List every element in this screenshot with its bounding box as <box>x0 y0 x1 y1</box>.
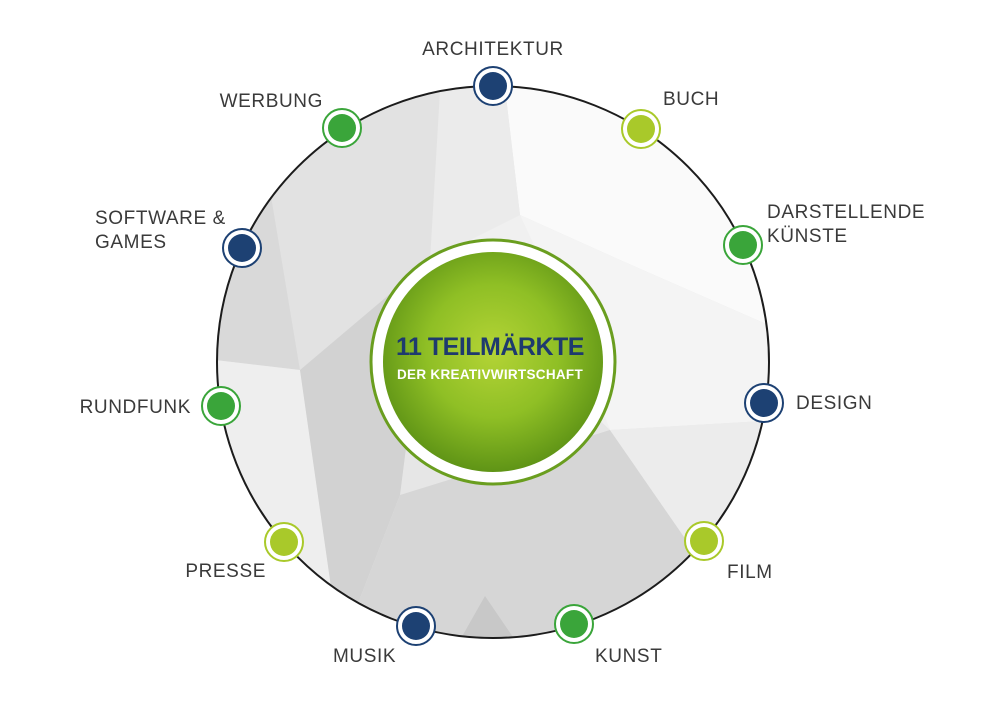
label-buch: BUCH <box>663 89 720 110</box>
label-film: FILM <box>727 562 773 583</box>
label-musik: MUSIK <box>333 646 397 667</box>
dot-design <box>750 389 778 417</box>
dot-film <box>690 527 718 555</box>
center-disc <box>383 252 603 472</box>
dot-werbung <box>328 114 356 142</box>
dot-software-games <box>228 234 256 262</box>
center-subtitle: DER KREATIVWIRTSCHAFT <box>396 367 584 382</box>
center-title: 11 TEILMÄRKTE <box>396 333 584 361</box>
dot-buch <box>627 115 655 143</box>
label-rundfunk: RUNDFUNK <box>79 397 191 418</box>
label-design: DESIGN <box>796 393 873 414</box>
dot-darstellende-kuenste <box>729 231 757 259</box>
dot-musik <box>402 612 430 640</box>
dot-architektur <box>479 72 507 100</box>
label-presse: PRESSE <box>185 561 266 582</box>
dot-rundfunk <box>207 392 235 420</box>
dot-presse <box>270 528 298 556</box>
label-werbung: WERBUNG <box>219 91 323 112</box>
label-darstellende-kuenste: DARSTELLENDE KÜNSTE <box>767 202 926 247</box>
label-kunst: KUNST <box>595 646 663 667</box>
market-dots <box>201 66 784 646</box>
label-architektur: ARCHITEKTUR <box>422 39 564 60</box>
label-software-games: SOFTWARE & GAMES <box>95 208 226 253</box>
dot-kunst <box>560 610 588 638</box>
